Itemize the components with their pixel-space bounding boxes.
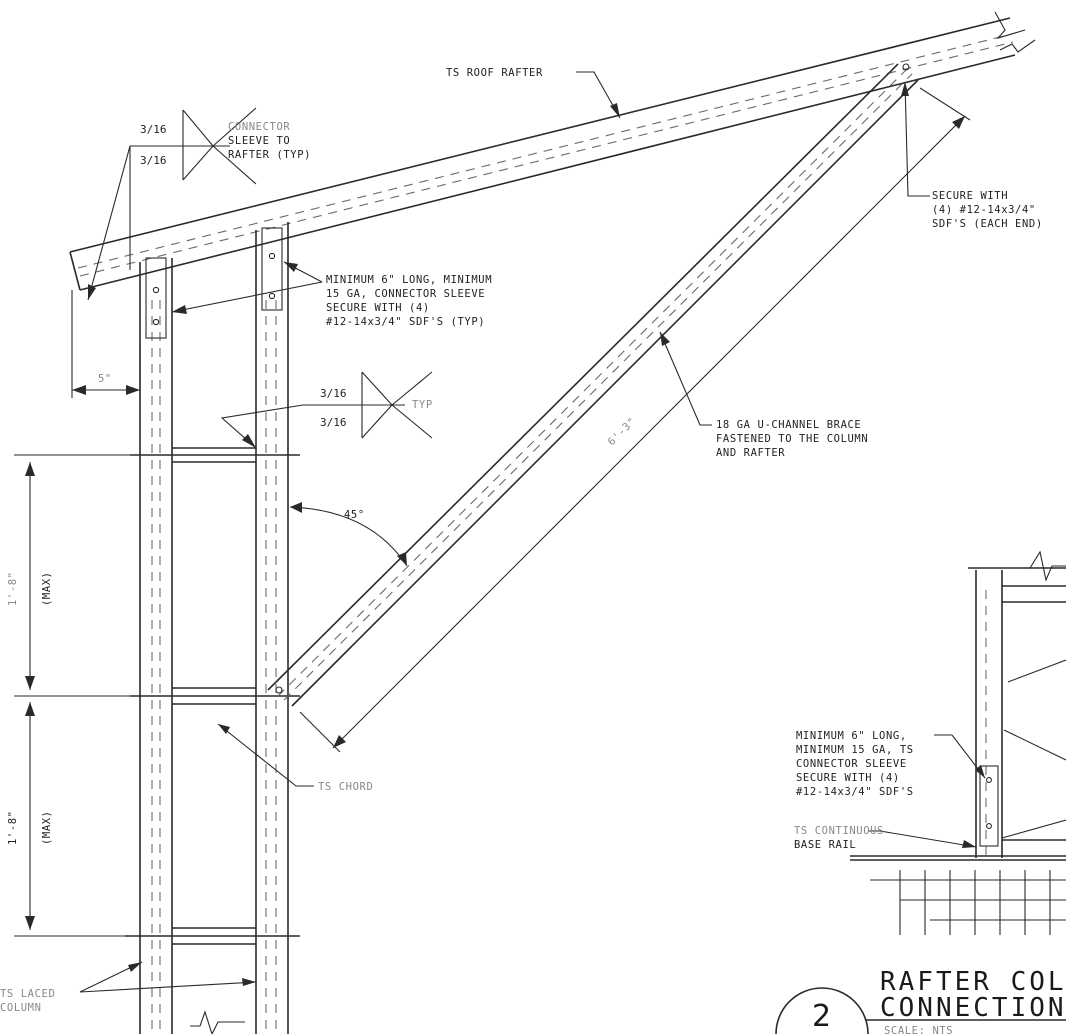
detail-scale: SCALE: NTS xyxy=(884,1025,953,1034)
secure-note-1: SECURE WITH xyxy=(932,190,1008,202)
brace-note-1: 18 GA U-CHANNEL BRACE xyxy=(716,419,861,431)
detail-title-line2: CONNECTION xyxy=(880,993,1066,1023)
weld-mid-size-lower: 3/16 xyxy=(320,416,347,429)
u-channel-brace xyxy=(267,63,919,707)
ts-sleeve-note-leader xyxy=(934,734,986,779)
base-rail-detail xyxy=(850,550,1066,935)
brace-note-3: AND RAFTER xyxy=(716,447,785,459)
ts-sleeve-note-3: CONNECTOR SLEEVE xyxy=(796,758,907,770)
brace-note-leader xyxy=(659,331,712,426)
roof-rafter-label: TS ROOF RAFTER xyxy=(446,67,543,79)
secure-note-leader xyxy=(901,81,930,197)
weld-top-note-2: SLEEVE TO xyxy=(228,135,290,147)
left-column xyxy=(139,257,173,1034)
chord-label: TS CHORD xyxy=(318,781,373,793)
angle-arc xyxy=(289,502,408,567)
sleeve-note-3: SECURE WITH (4) xyxy=(326,302,430,314)
dim-upper-max: (MAX) xyxy=(41,571,53,606)
vertical-dimensions xyxy=(14,454,130,937)
weld-top-note-1: CONNECTOR xyxy=(228,121,290,133)
base-rail-note-2: BASE RAIL xyxy=(794,839,856,851)
weld-mid-size-upper: 3/16 xyxy=(320,387,347,400)
roof-rafter xyxy=(69,11,1036,291)
weld-mid-note: TYP xyxy=(412,399,433,411)
sleeve-note-1: MINIMUM 6" LONG, MINIMUM xyxy=(326,274,492,286)
chord-note-leader xyxy=(217,723,314,787)
detail-title-line1: RAFTER COLU xyxy=(880,967,1066,997)
ts-sleeve-note-5: #12-14x3/4" SDF'S xyxy=(796,786,914,798)
brace-note-2: FASTENED TO THE COLUMN xyxy=(716,433,868,445)
offset-dimension xyxy=(71,290,141,398)
base-rail-note-1: TS CONTINUOUS xyxy=(794,825,884,837)
weld-top-note-3: RAFTER (TYP) xyxy=(228,149,311,161)
secure-note-3: SDF'S (EACH END) xyxy=(932,218,1043,230)
offset-label: 5" xyxy=(98,373,112,385)
weld-top-size-upper: 3/16 xyxy=(140,123,167,136)
angle-label: 45° xyxy=(344,509,365,521)
detail-number: 2 xyxy=(812,999,831,1034)
ts-sleeve-note-1: MINIMUM 6" LONG, xyxy=(796,730,907,742)
weld-symbol-top xyxy=(87,107,257,301)
ts-sleeve-note-2: MINIMUM 15 GA, TS xyxy=(796,744,914,756)
detail-title-block xyxy=(775,987,1066,1034)
sleeve-note-leaders xyxy=(171,261,323,314)
laced-note-2: COLUMN xyxy=(0,1002,42,1014)
sleeve-note-2: 15 GA, CONNECTOR SLEEVE xyxy=(326,288,485,300)
ts-sleeve-note-4: SECURE WITH (4) xyxy=(796,772,900,784)
laced-note-1: TS LACED xyxy=(0,988,55,1000)
roof-rafter-leader xyxy=(576,71,621,119)
brace-length-label: 6'-3" xyxy=(606,415,639,448)
column-break xyxy=(190,1010,245,1034)
dim-upper-value: 1'-8" xyxy=(7,571,19,606)
base-rail-note-leader xyxy=(868,830,977,848)
brace-length-dimension xyxy=(299,87,971,753)
sleeve-note-4: #12-14x3/4" SDF'S (TYP) xyxy=(326,316,485,328)
laced-note-leaders xyxy=(79,961,257,993)
right-column xyxy=(255,222,289,1034)
dim-lower-max: (MAX) xyxy=(41,810,53,845)
dim-lower-value: 1'-8" xyxy=(7,810,19,845)
weld-symbol-mid xyxy=(220,371,433,449)
ts-chords xyxy=(125,447,300,945)
secure-note-2: (4) #12-14x3/4" xyxy=(932,204,1036,216)
weld-top-size-lower: 3/16 xyxy=(140,154,167,167)
